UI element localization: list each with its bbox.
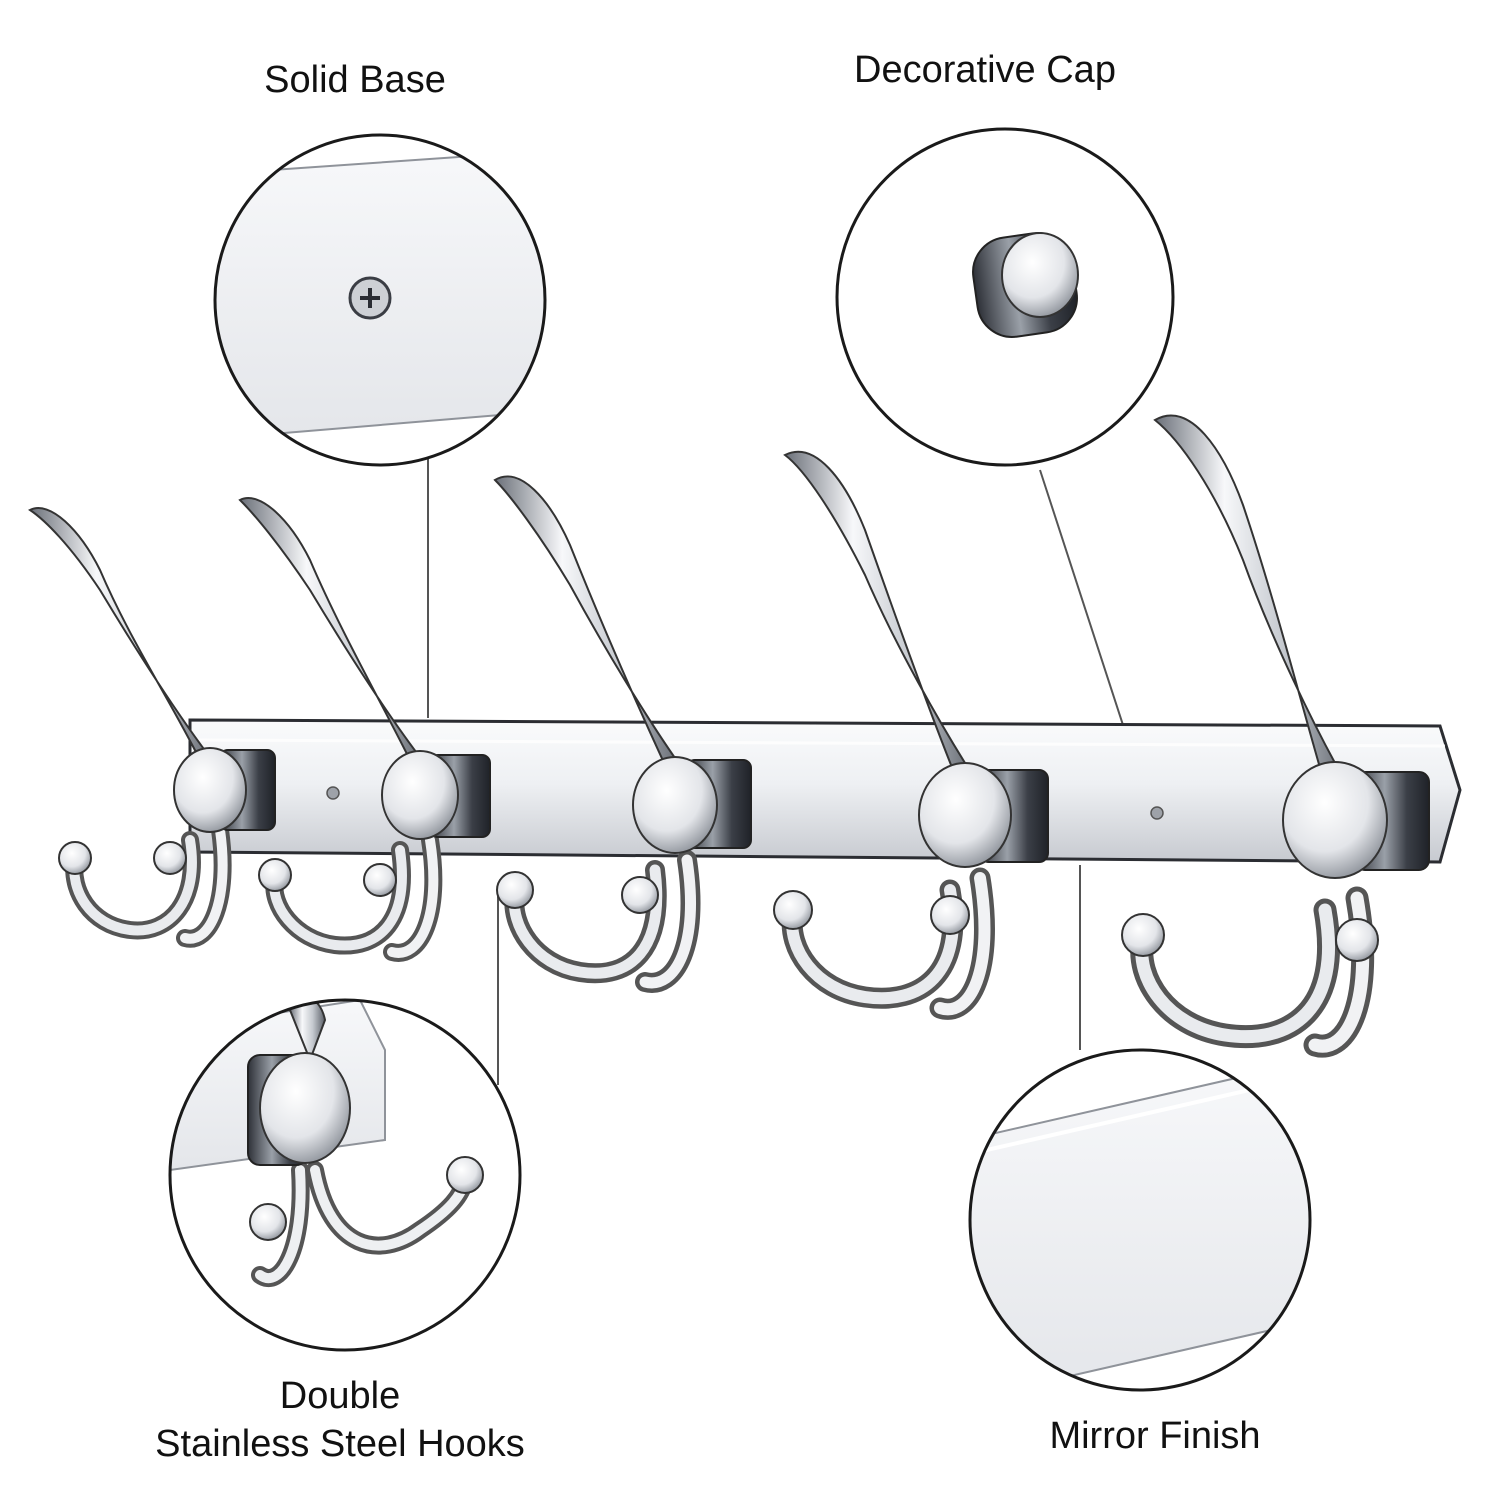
hook-2 bbox=[238, 497, 491, 962]
detail-circle-mirror-finish bbox=[968, 1048, 1312, 1392]
hook-5 bbox=[1121, 414, 1430, 1058]
callout-double-hooks: Double Stainless Steel Hooks bbox=[130, 1372, 550, 1468]
callout-mirror-finish: Mirror Finish bbox=[1049, 1415, 1261, 1457]
rail bbox=[188, 718, 1462, 864]
detail-circle-double-hooks bbox=[168, 998, 522, 1352]
callout-double-hooks-line1: Double bbox=[279, 1375, 401, 1417]
hook-group bbox=[28, 414, 1430, 1058]
detail-circle-decorative-cap bbox=[835, 127, 1175, 467]
callout-double-hooks-line2: Stainless Steel Hooks bbox=[155, 1423, 525, 1465]
callout-solid-base: Solid Base bbox=[264, 59, 446, 101]
callout-decorative-cap: Decorative Cap bbox=[854, 49, 1116, 91]
hook-1 bbox=[28, 507, 276, 948]
detail-circle-solid-base bbox=[213, 133, 547, 467]
hook-4 bbox=[773, 450, 1049, 1020]
hook-3 bbox=[493, 475, 752, 993]
